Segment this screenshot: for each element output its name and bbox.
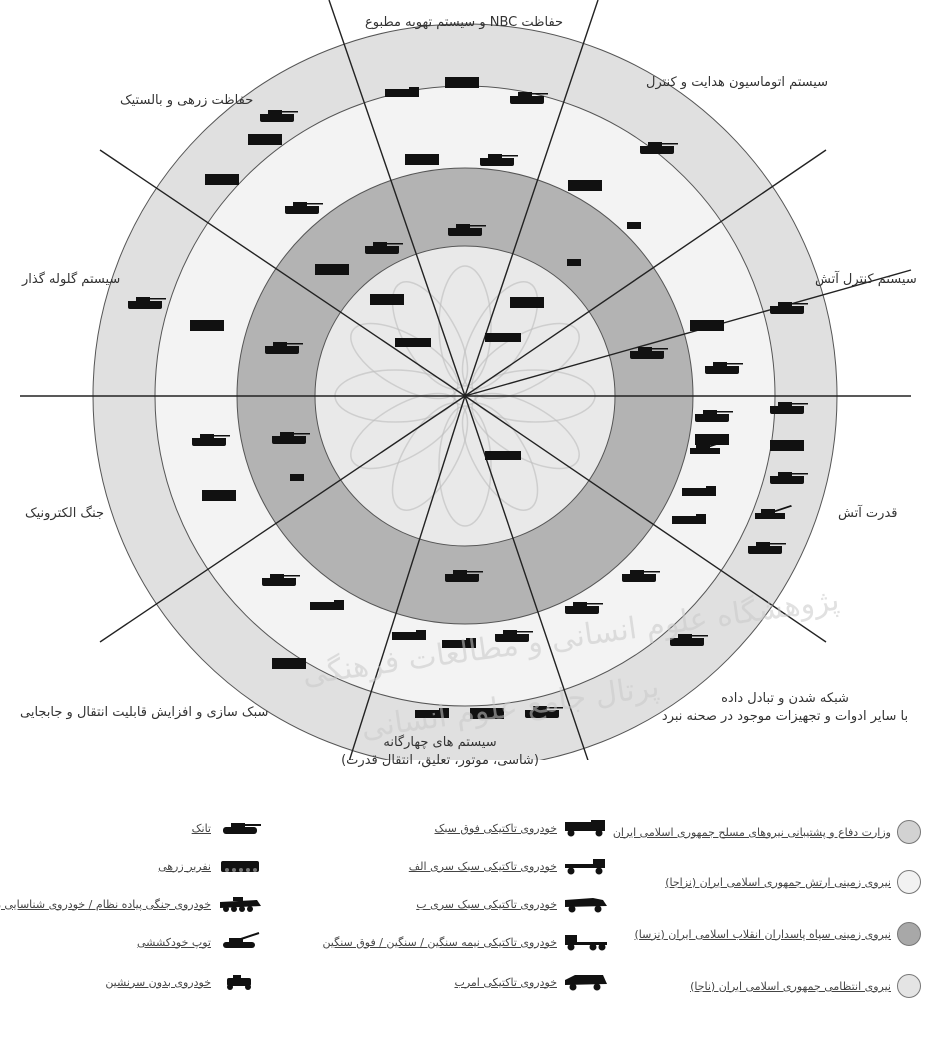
mrap-icon xyxy=(563,972,609,992)
sector-label-automation: سیستم اتوماسیون هدایت و کنترل xyxy=(646,74,828,92)
sector-label-ew: جنگ الکترونیک xyxy=(25,505,104,523)
vehicle-icon xyxy=(405,154,439,165)
ifv-icon xyxy=(217,894,263,914)
capability-diagram: پژوهشگاه علوم انسانی و مطالعات فرهنگی پر… xyxy=(0,0,931,760)
legend-org-2: نیروی زمینی سپاه پاسداران انقلاب اسلامی … xyxy=(634,922,921,946)
sector-label-loader: سیستم گلوله گذار xyxy=(22,271,120,289)
sector-label-network: شبکه شدن و تبادل داده با سایر ادوات و تج… xyxy=(660,690,910,726)
vehicle-icon xyxy=(248,134,282,145)
sector-label-armor: حفاظت زرهی و بالستیک xyxy=(120,92,253,110)
legend-truck-label: خودروی تاکتیکی امرب xyxy=(454,976,557,989)
sector-label-network-line2: با سایر ادوات و تجهیزات موجود در صحنه نب… xyxy=(660,708,910,726)
vehicle-icon xyxy=(568,180,602,191)
legend: وزارت دفاع و پشتیبانی نیروهای مسلح جمهور… xyxy=(0,780,931,1038)
vehicle-icon xyxy=(370,294,404,305)
org-circle-icon xyxy=(897,870,921,894)
vehicle-icon xyxy=(202,490,236,501)
legend-truck-4: خودروی تاکتیکی امرب xyxy=(454,970,609,994)
apc-icon xyxy=(217,856,263,876)
legend-truck-label: خودروی تاکتیکی سبک سری الف xyxy=(409,860,557,873)
legend-truck-3: خودروی تاکتیکی نیمه سنگین / سنگین / فوق … xyxy=(322,930,609,954)
legend-armor-label: تانک xyxy=(192,822,211,835)
legend-armor-label: نفربر زرهی xyxy=(158,860,211,873)
sector-label-quad-line2: (شاسی، موتور، تعلیق، انتقال قدرت) xyxy=(330,752,550,770)
legend-org-0: وزارت دفاع و پشتیبانی نیروهای مسلح جمهور… xyxy=(613,820,921,844)
vehicle-icon xyxy=(567,259,581,266)
legend-truck-label: خودروی تاکتیکی فوق سبک xyxy=(435,822,558,835)
legend-org-label: نیروی انتظامی جمهوری اسلامی ایران (ناجا) xyxy=(690,980,891,993)
vehicle-icon xyxy=(315,264,349,275)
vehicle-icon xyxy=(510,297,544,308)
sector-label-network-line1: شبکه شدن و تبادل داده xyxy=(660,690,910,708)
sector-label-quad: سیستم های چهارگانه (شاسی، موتور، تعلیق، … xyxy=(330,734,550,770)
legend-armor-4: خودروی بدون سرنشین xyxy=(105,970,263,994)
sp-gun-icon xyxy=(217,932,263,952)
sector-label-quad-line1: سیستم های چهارگانه xyxy=(330,734,550,752)
org-circle-icon xyxy=(897,974,921,998)
legend-armor-1: نفربر زرهی xyxy=(158,854,263,878)
vehicle-icon xyxy=(205,174,239,185)
org-circle-icon xyxy=(897,922,921,946)
sector-label-firepower: قدرت آتش xyxy=(838,505,898,523)
legend-truck-1: خودروی تاکتیکی سبک سری الف xyxy=(409,854,609,878)
tank-icon xyxy=(217,818,263,838)
vehicle-icon xyxy=(290,474,304,481)
org-circle-icon xyxy=(897,820,921,844)
legend-truck-2: خودروی تاکتیکی سبک سری ب xyxy=(416,892,609,916)
legend-org-label: نیروی زمینی ارتش جمهوری اسلامی ایران (نز… xyxy=(665,876,891,889)
legend-armor-label: توپ خودکششی xyxy=(137,936,211,949)
vehicle-icon xyxy=(190,320,224,331)
legend-org-3: نیروی انتظامی جمهوری اسلامی ایران (ناجا) xyxy=(690,974,921,998)
legend-armor-0: تانک xyxy=(192,816,263,840)
vehicle-icon xyxy=(690,320,724,331)
sector-label-nbc: حفاظت NBC و سیستم تهویه مطبوع xyxy=(365,14,563,32)
sector-label-lightweight: سبک سازی و افزایش قابلیت انتقال و جابجای… xyxy=(20,704,268,722)
vehicle-icon xyxy=(485,451,521,460)
light-truck-a-icon xyxy=(563,856,609,876)
vehicle-icon xyxy=(395,338,431,347)
legend-org-label: نیروی زمینی سپاه پاسداران انقلاب اسلامی … xyxy=(634,928,891,941)
vehicle-icon xyxy=(445,77,479,88)
vehicle-icon xyxy=(627,222,641,229)
sector-label-fire-control: سیستم کنترل آتش xyxy=(815,271,917,289)
legend-armor-label: خودروی بدون سرنشین xyxy=(105,976,211,989)
legend-armor-label: خودروی جنگی پیاده نظام / خودروی شناسایی … xyxy=(0,898,211,911)
legend-truck-0: خودروی تاکتیکی فوق سبک xyxy=(435,816,610,840)
legend-org-label: وزارت دفاع و پشتیبانی نیروهای مسلح جمهور… xyxy=(613,826,891,839)
ugv-icon xyxy=(217,972,263,992)
vehicle-icon xyxy=(485,333,521,342)
vehicle-icon xyxy=(695,434,729,445)
legend-truck-label: خودروی تاکتیکی نیمه سنگین / سنگین / فوق … xyxy=(322,936,557,949)
light-truck-b-icon xyxy=(563,894,609,914)
vehicle-icon xyxy=(770,440,804,451)
legend-truck-label: خودروی تاکتیکی سبک سری ب xyxy=(416,898,557,911)
ultralight-truck-icon xyxy=(563,818,609,838)
legend-armor-2: خودروی جنگی پیاده نظام / خودروی شناسایی … xyxy=(0,892,263,916)
legend-org-1: نیروی زمینی ارتش جمهوری اسلامی ایران (نز… xyxy=(665,870,921,894)
heavy-truck-icon xyxy=(563,932,609,952)
legend-armor-3: توپ خودکششی xyxy=(137,930,263,954)
